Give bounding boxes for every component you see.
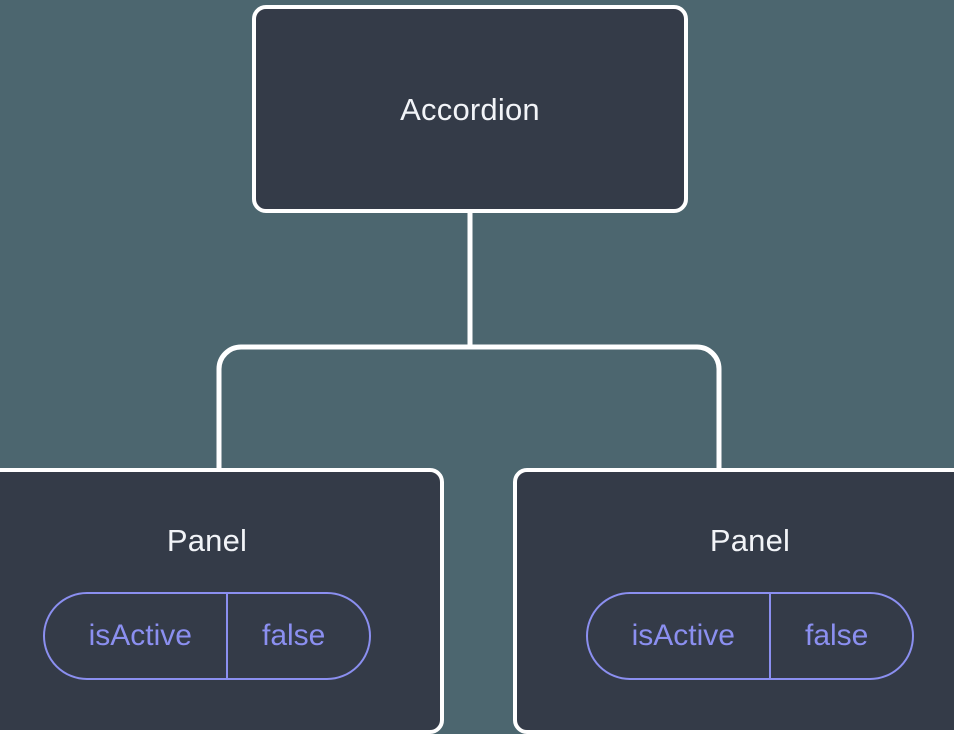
connector-branch-left [216,344,470,470]
node-panel-1[interactable]: Panel isActive false [513,468,954,734]
node-accordion[interactable]: Accordion [252,5,688,213]
node-accordion-label: Accordion [400,91,540,127]
connector-branch-right [470,344,722,470]
node-panel-0-label: Panel [166,523,248,558]
prop-pill-isactive-0[interactable]: isActive false [42,592,372,680]
prop-key-0: isActive [45,594,228,678]
prop-value-0: false [261,619,326,652]
prop-pill-isactive-1[interactable]: isActive false [585,592,915,680]
prop-key-1: isActive [588,594,771,678]
node-panel-0[interactable]: Panel isActive false [0,468,444,734]
node-panel-1-label: Panel [709,523,791,558]
prop-value-1: false [804,619,869,652]
